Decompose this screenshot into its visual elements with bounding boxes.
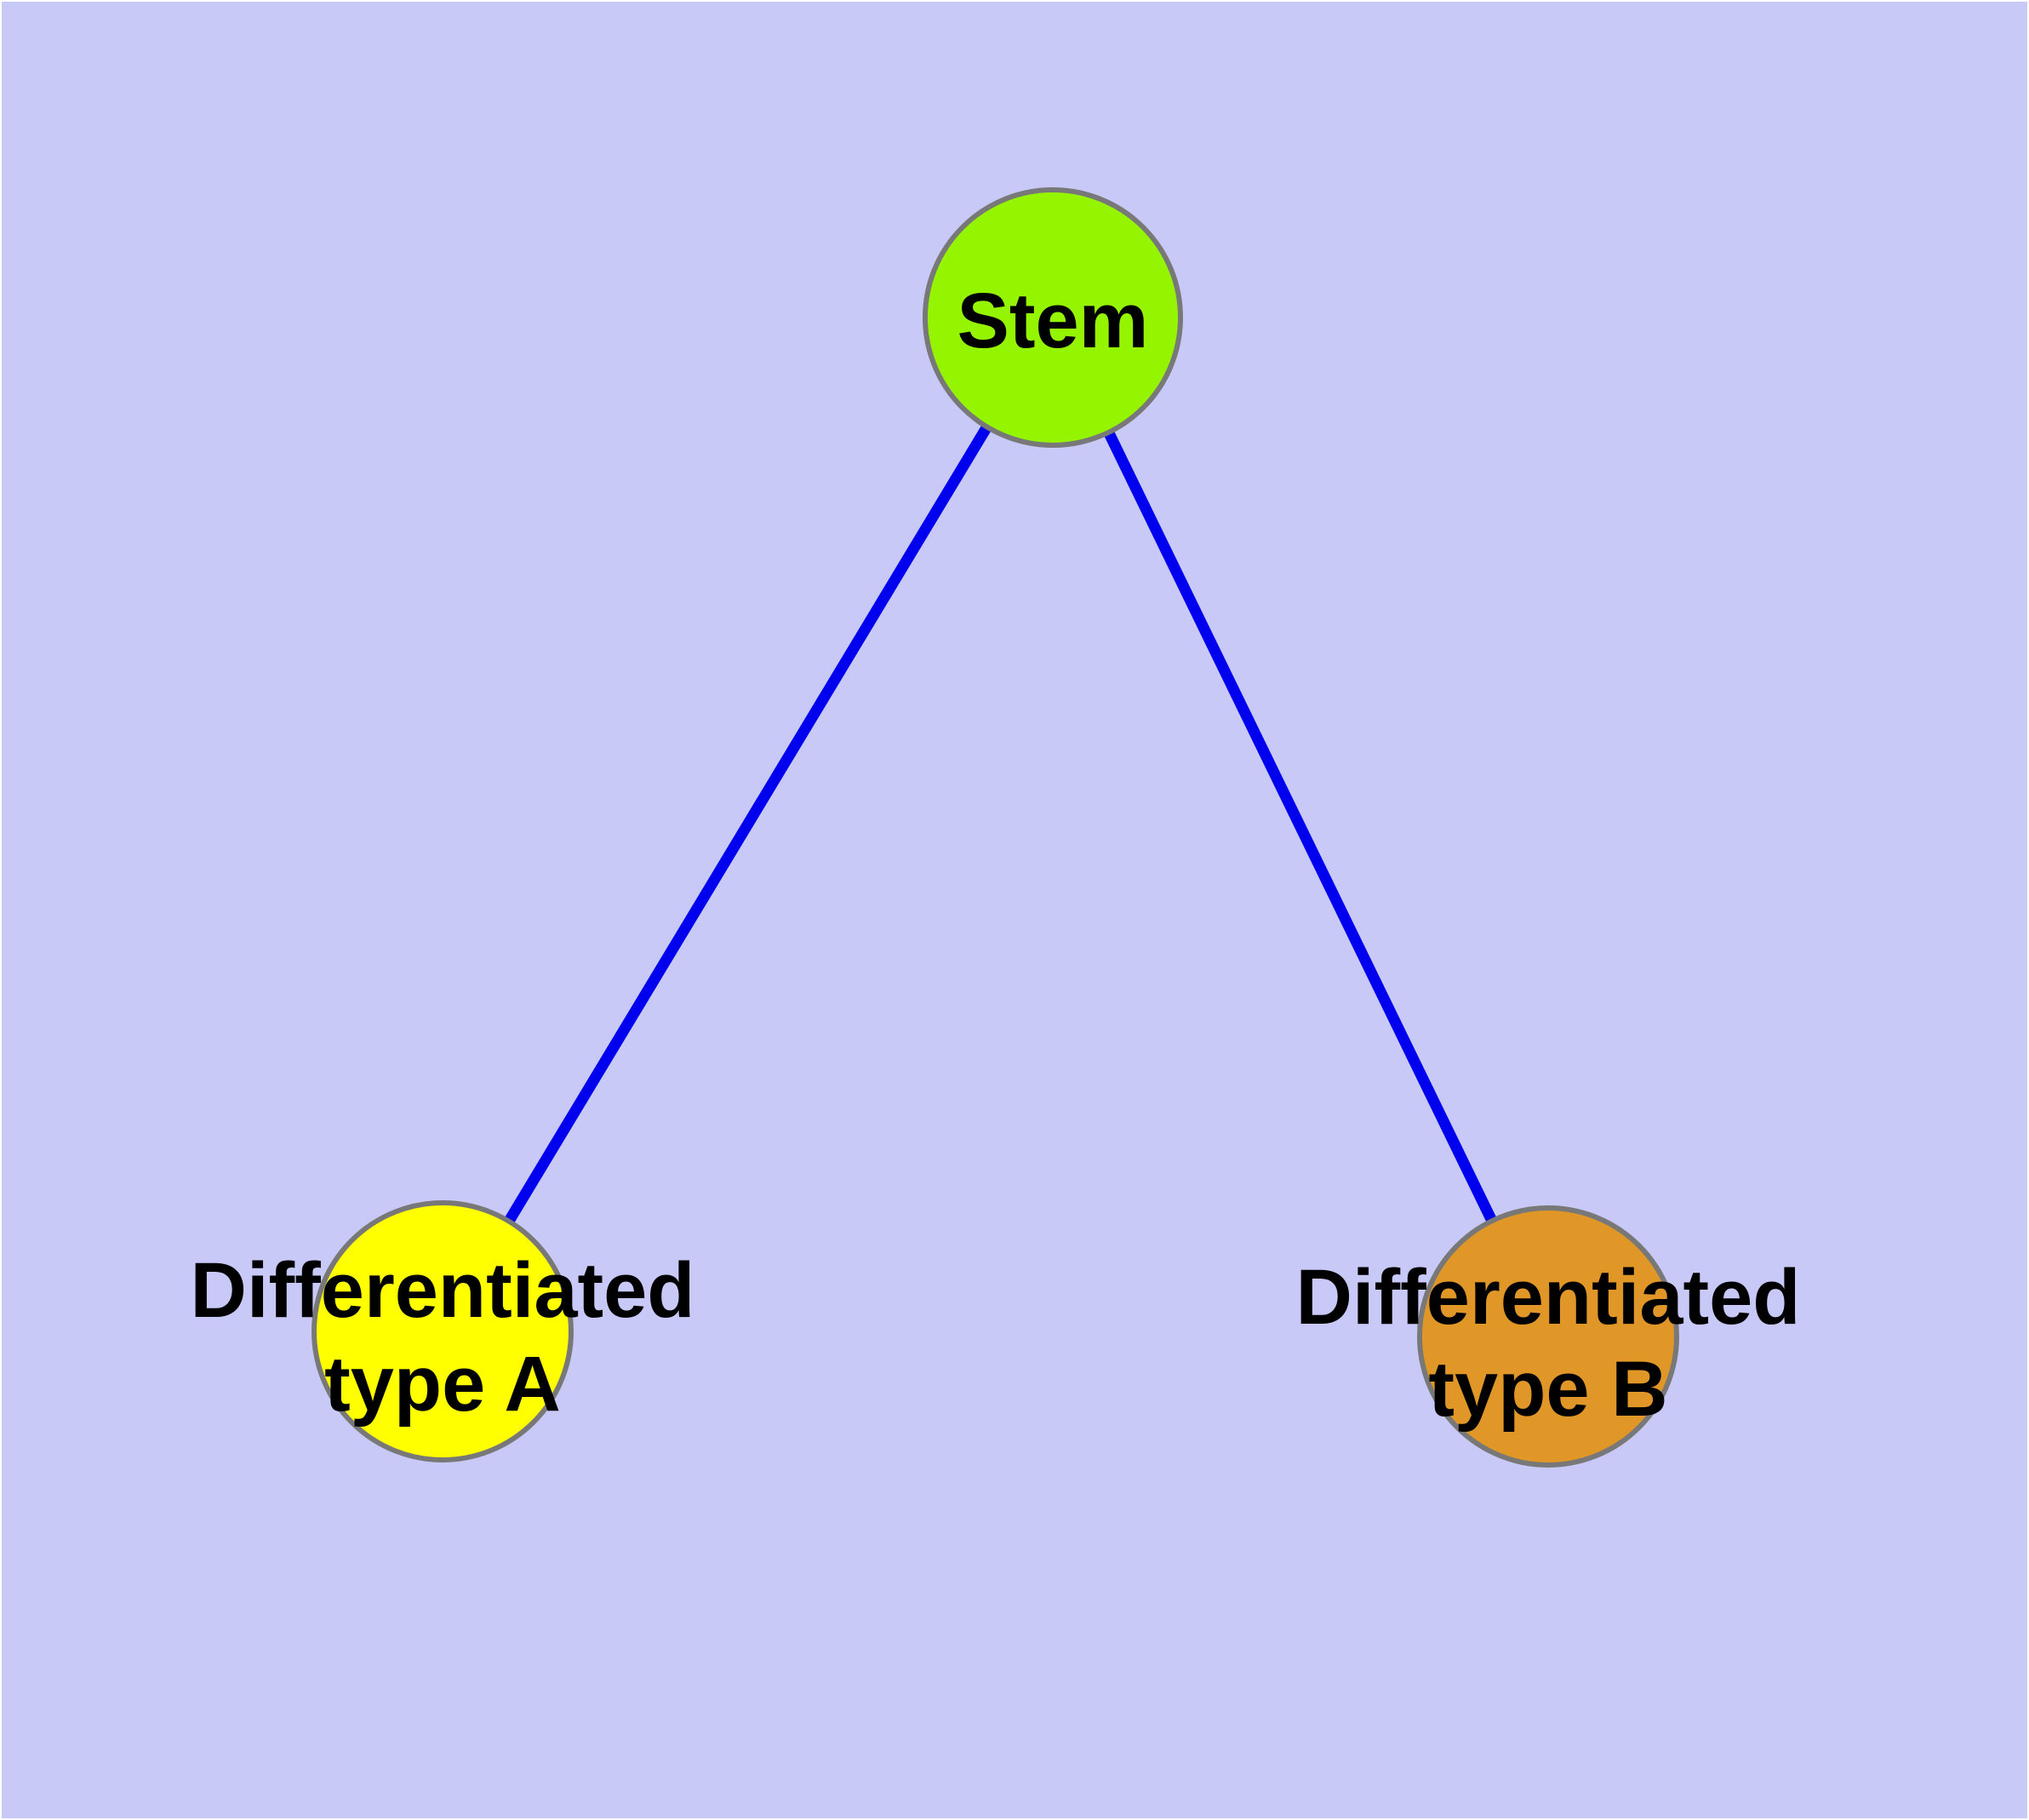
edge-stem-to-type-b	[1048, 315, 1553, 1339]
node-type-a-label-line2: type A	[324, 1341, 561, 1428]
node-differentiated-type-a[interactable]	[311, 1200, 574, 1462]
node-type-b-label-line2: type B	[1428, 1346, 1667, 1433]
node-type-b-label-line1: Differentiated	[1296, 1254, 1801, 1341]
node-stem[interactable]	[923, 187, 1183, 448]
node-differentiated-type-b[interactable]	[1417, 1205, 1679, 1468]
node-stem-label: Stem	[957, 278, 1149, 364]
edge-stem-to-type-a	[437, 314, 1058, 1335]
node-type-a-label-line1: Differentiated	[191, 1247, 695, 1334]
